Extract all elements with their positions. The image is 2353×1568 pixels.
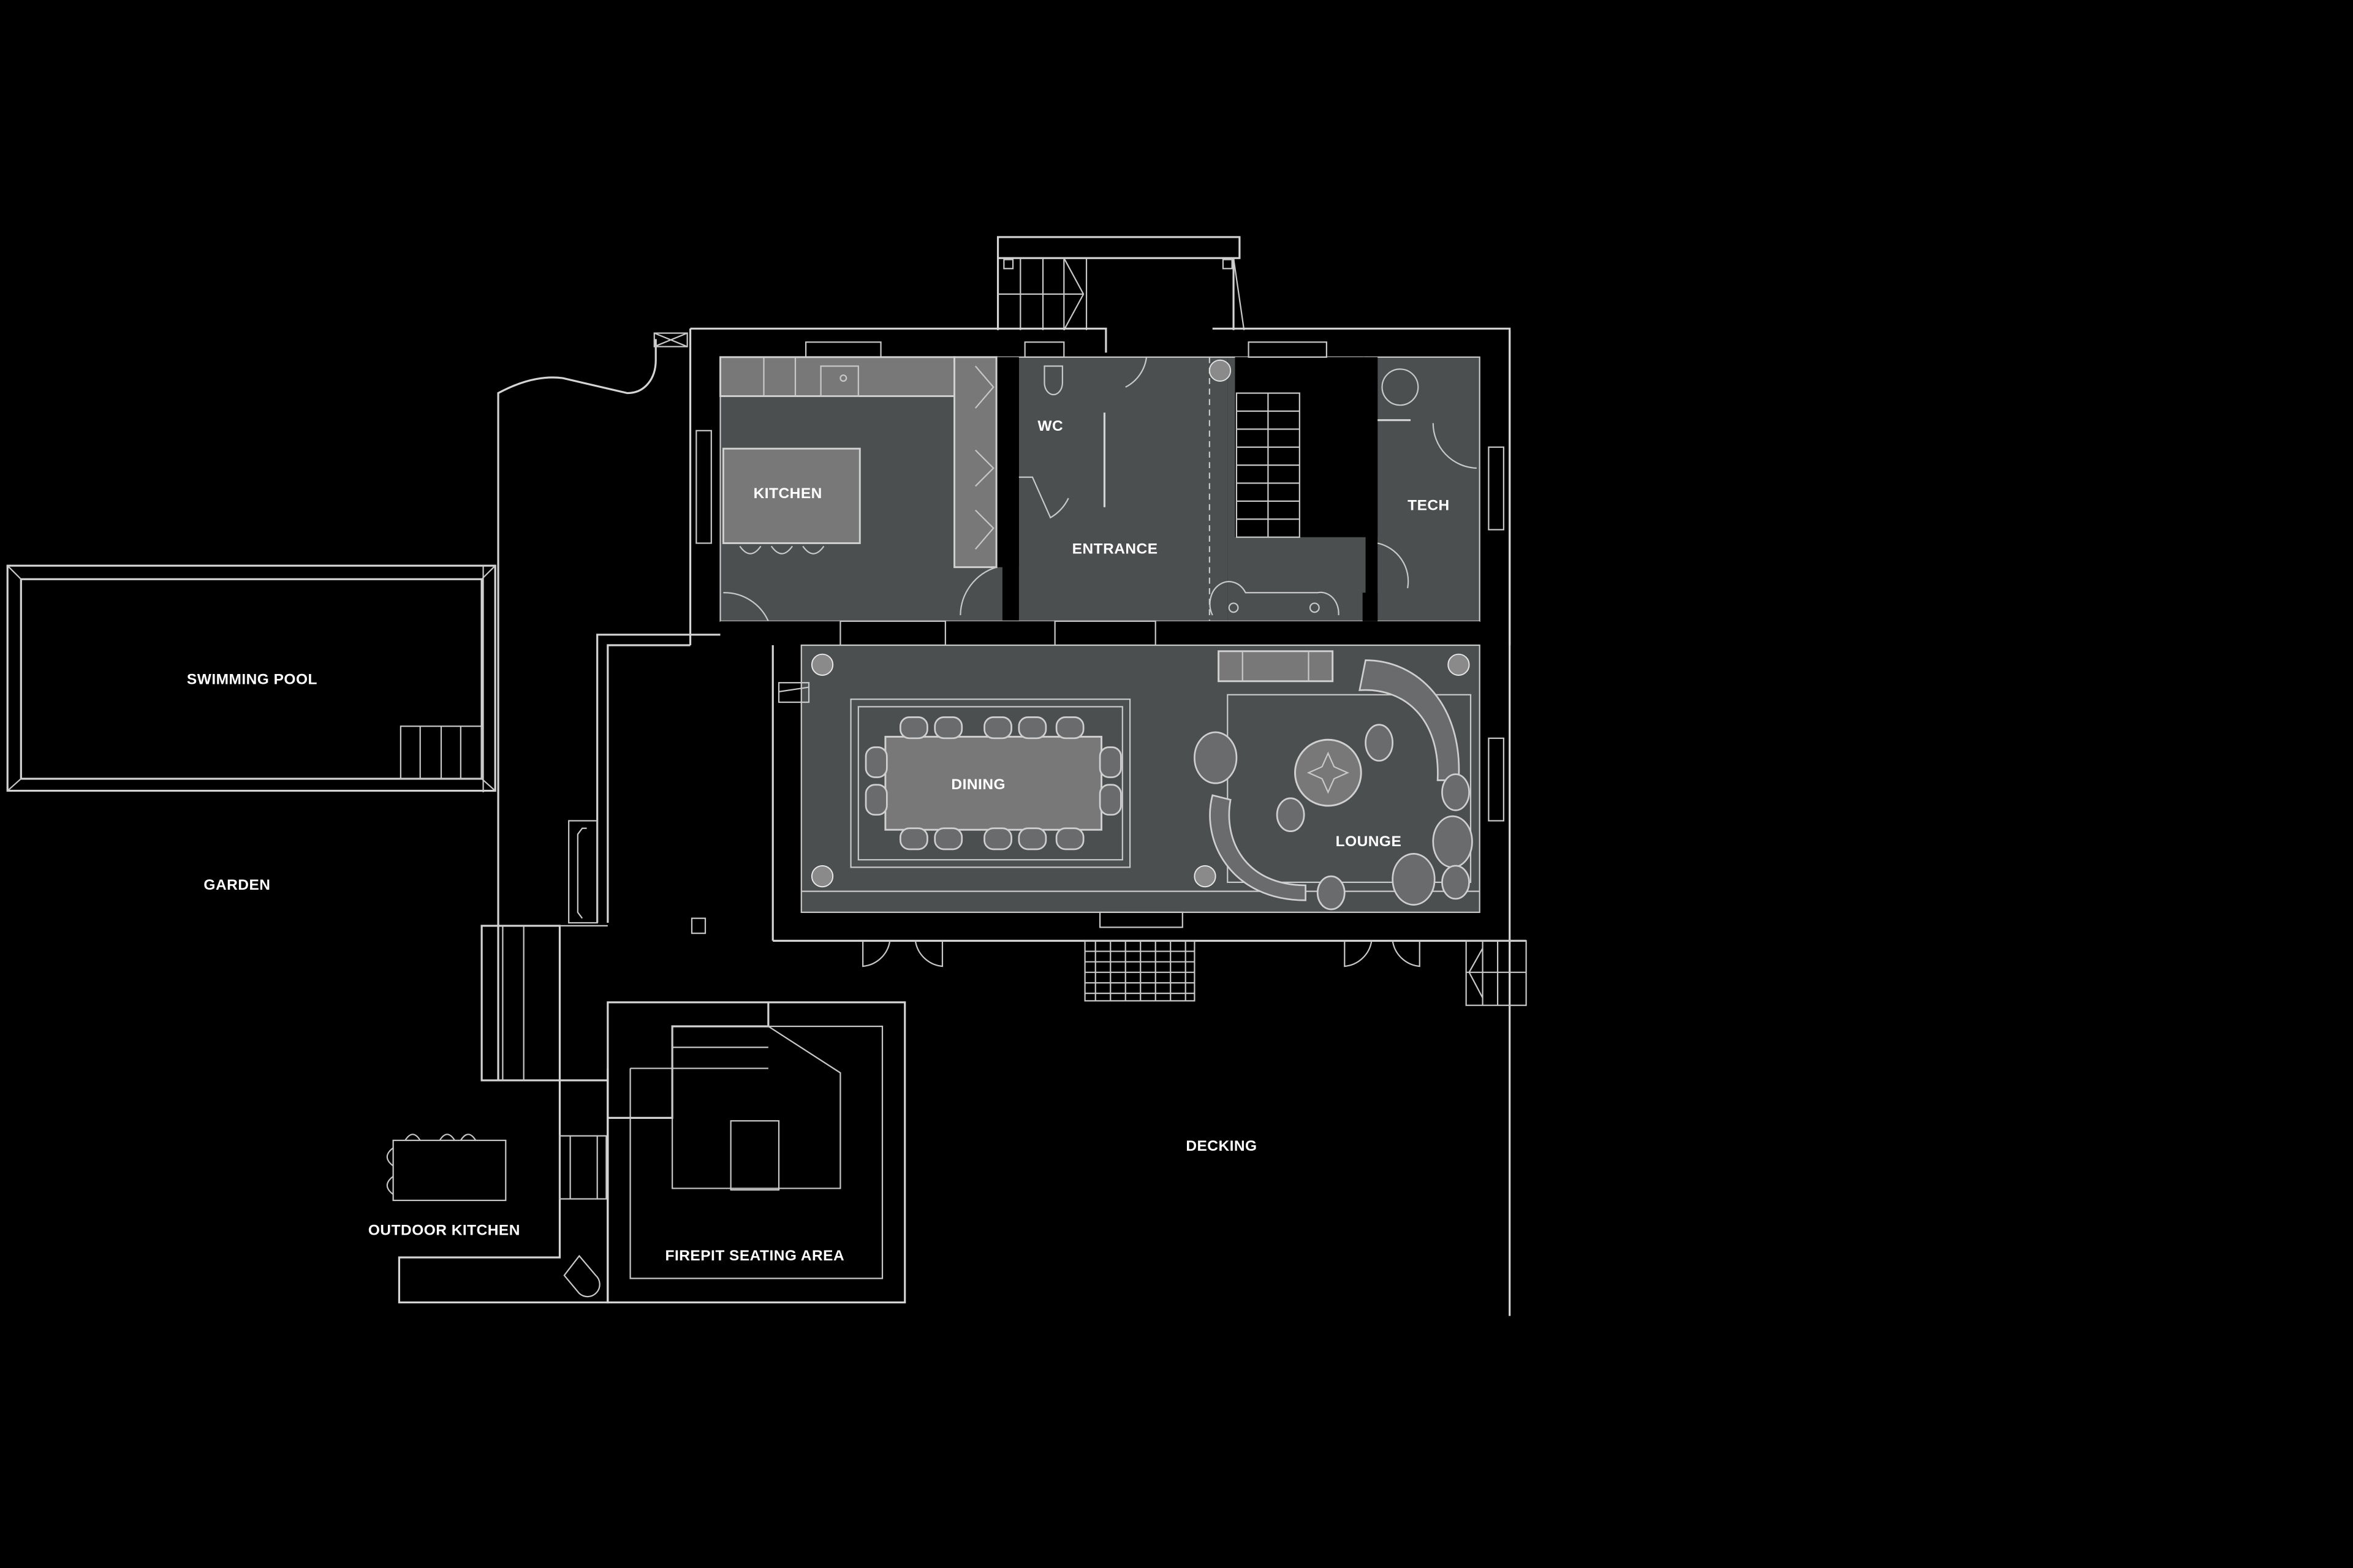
tall-cabinets [953, 356, 998, 569]
entrance-porch [996, 236, 1245, 331]
label-decking: DECKING [1186, 1138, 1257, 1154]
label-kitchen: KITCHEN [754, 485, 822, 502]
dining-table [884, 735, 1103, 831]
garden-boundary [398, 332, 707, 1304]
chair-icon [865, 716, 1122, 850]
stairs-tech: TECH [1208, 359, 1477, 616]
outdoor-kitchen: OUTDOOR KITCHEN [368, 1134, 607, 1298]
door-swing-icon [1344, 941, 1420, 968]
label-dining: DINING [951, 776, 1006, 793]
side-steps-icon [1465, 940, 1527, 1006]
kitchen-counter [719, 356, 956, 397]
door-swing-icon [723, 592, 769, 622]
curved-sofa [1209, 794, 1306, 901]
boiler-icon [1381, 368, 1419, 406]
stairs-icon [1235, 392, 1300, 538]
pool-steps-icon [400, 725, 483, 780]
plant-icon [811, 653, 1470, 888]
label-lounge: LOUNGE [1336, 833, 1402, 850]
firepit-icon [730, 1120, 780, 1191]
bbq-icon [563, 1254, 601, 1298]
firepit-area: FIREPIT SEATING AREA [607, 1001, 906, 1304]
kitchen: KITCHEN [719, 356, 998, 622]
door-swing-icon [1377, 542, 1409, 589]
door-swing-icon [862, 941, 944, 968]
north-block [689, 327, 1511, 645]
toilet-icon [1044, 365, 1063, 396]
lounge: LOUNGE [1194, 650, 1473, 911]
dining: DINING [850, 699, 1131, 868]
label-swimming-pool: SWIMMING POOL [187, 672, 317, 688]
sink-icon [820, 365, 859, 397]
label-garden: GARDEN [203, 877, 270, 893]
chair-icon [739, 545, 825, 555]
sideboard [1218, 650, 1334, 683]
kitchen-island [722, 447, 861, 544]
label-outdoor-kitchen: OUTDOOR KITCHEN [368, 1222, 520, 1238]
deck-steps-icon [1084, 940, 1195, 1002]
door-swing-icon [1432, 423, 1477, 469]
door-swing-icon [960, 566, 997, 616]
swimming-pool: SWIMMING POOL [6, 564, 496, 792]
plant-icon [1208, 359, 1232, 382]
door-swing-icon [1018, 476, 1069, 519]
coat-nook [1209, 581, 1339, 616]
wc-entrance: WC ENTRANCE [960, 357, 1210, 621]
coffee-table [1294, 738, 1362, 807]
label-wc: WC [1037, 418, 1063, 434]
door-swing-icon [1125, 357, 1148, 388]
label-entrance: ENTRANCE [1072, 541, 1158, 558]
label-tech: TECH [1408, 498, 1450, 514]
label-firepit: FIREPIT SEATING AREA [665, 1248, 845, 1264]
chair-icon [386, 1134, 477, 1195]
